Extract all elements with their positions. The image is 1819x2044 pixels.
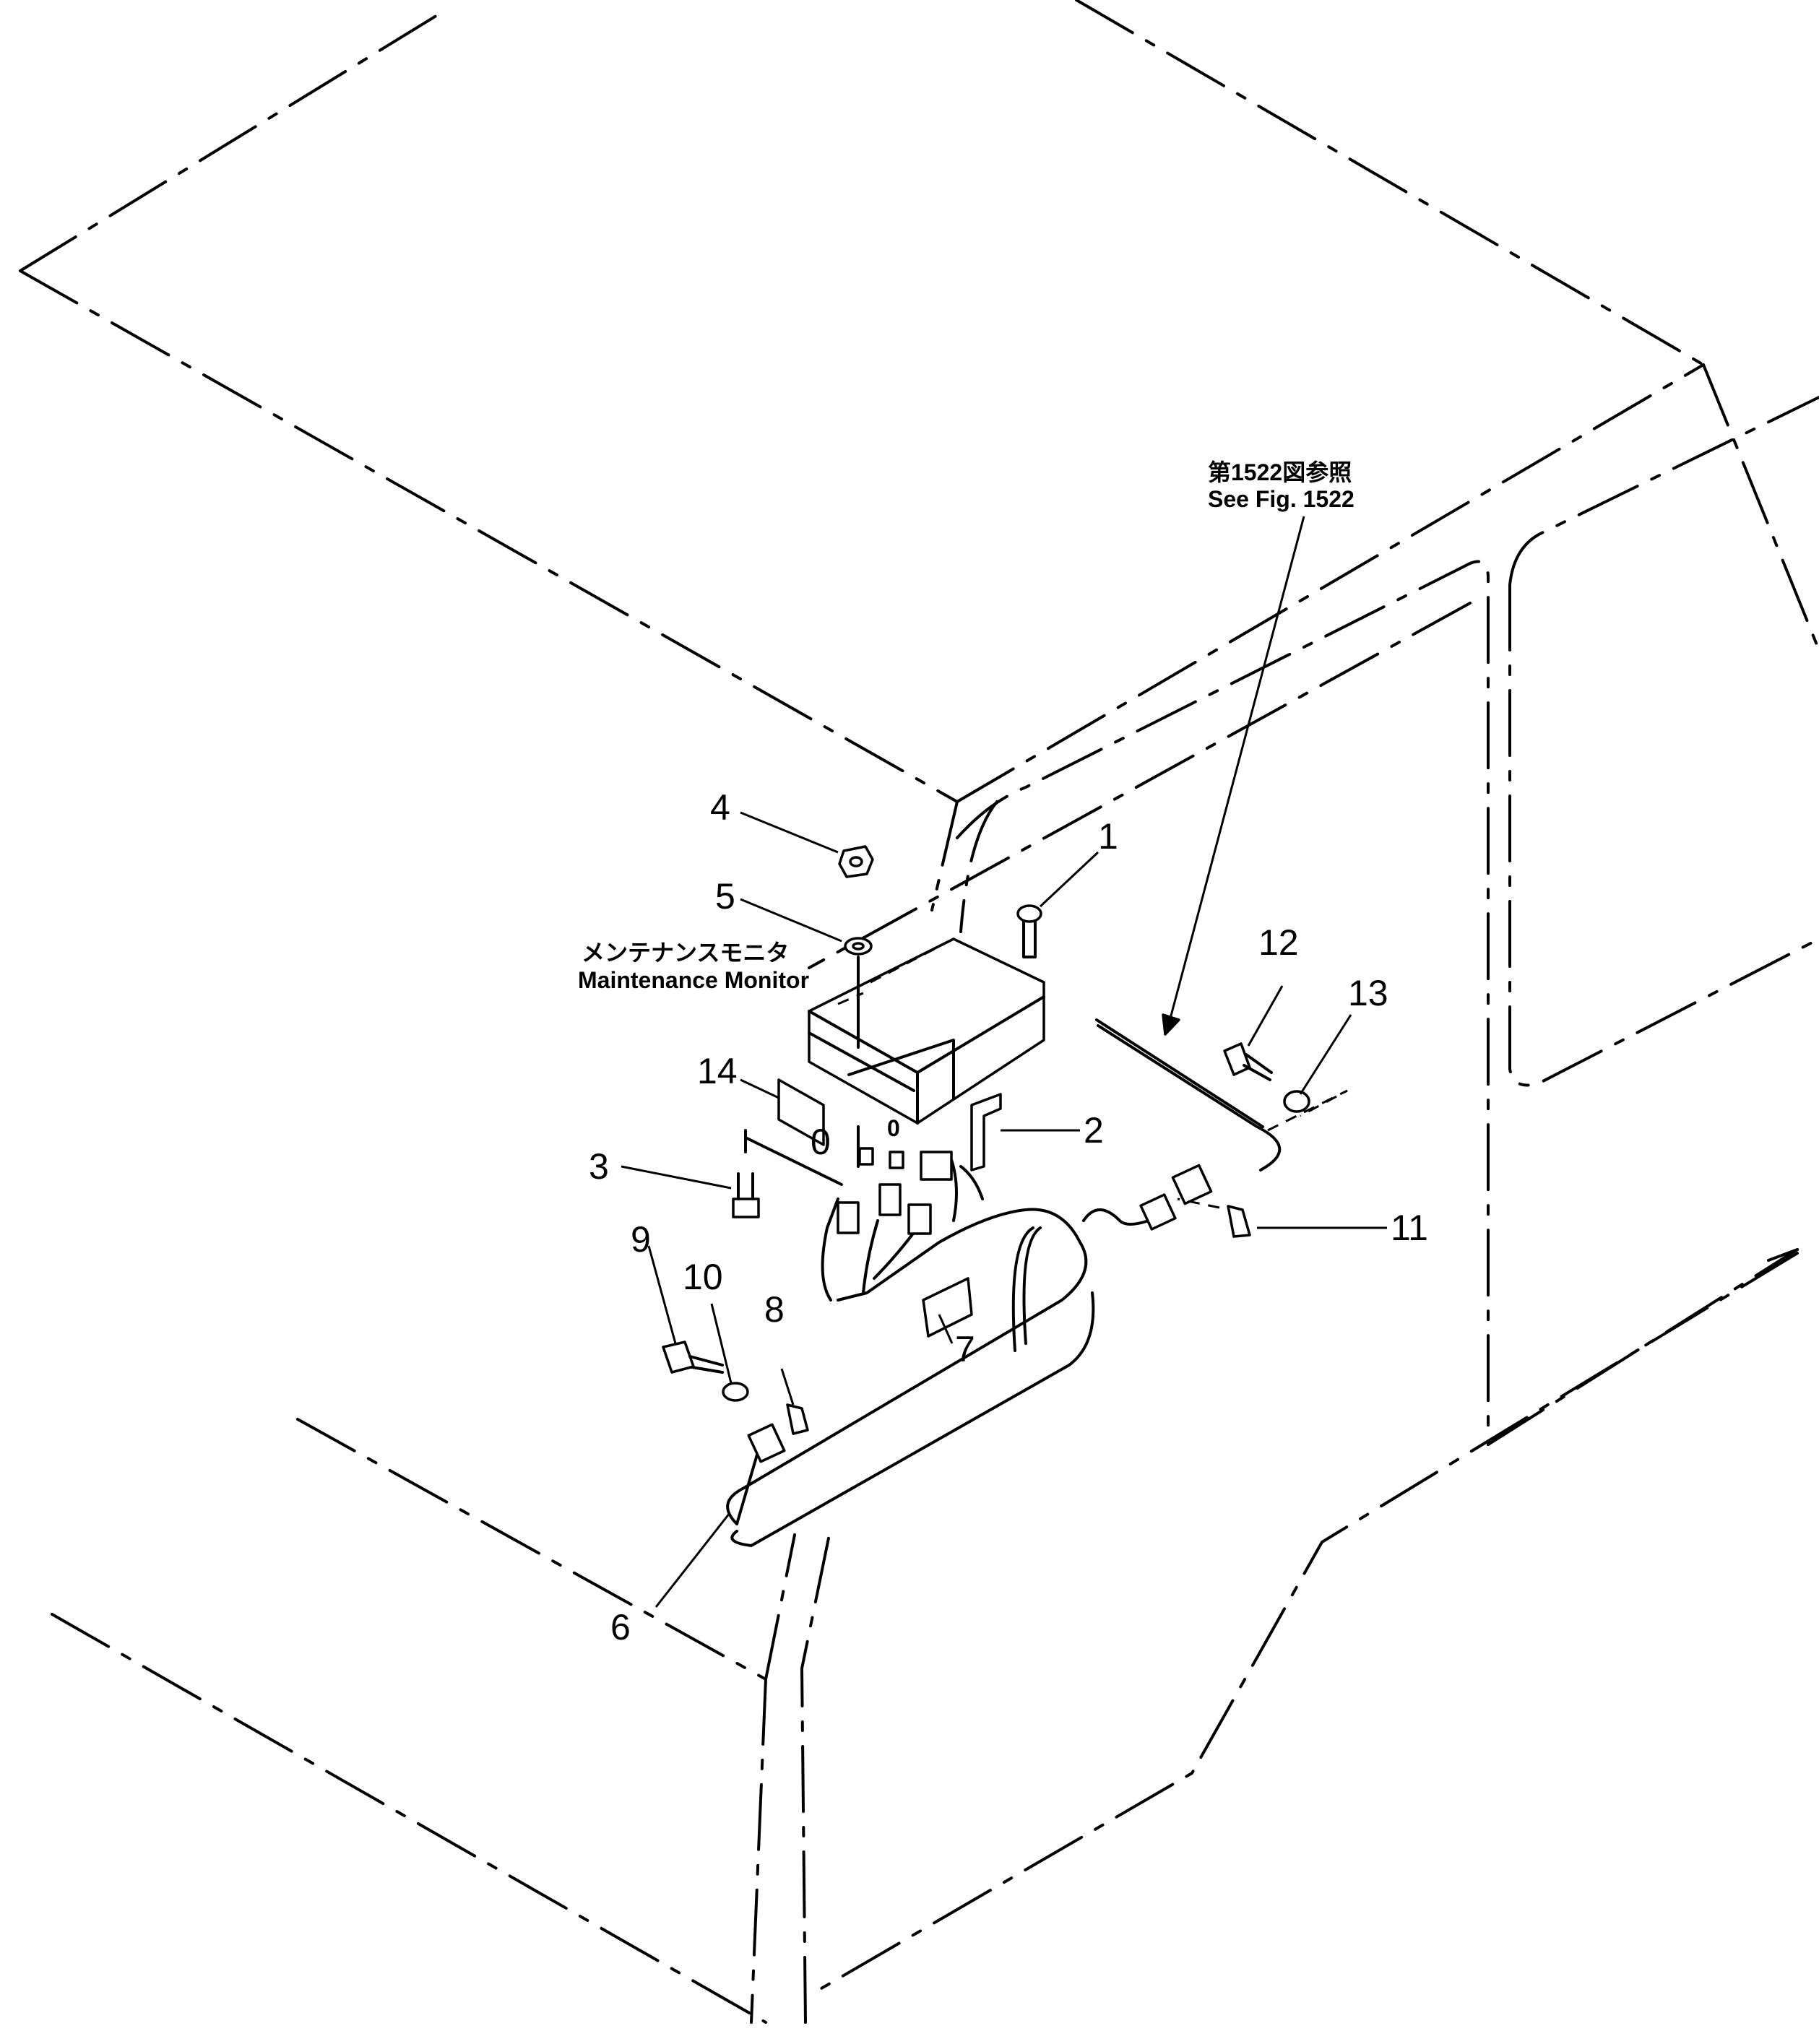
leader-lines (621, 516, 1387, 1608)
nut-4 (838, 845, 874, 878)
spare-zero-2: 0 (887, 1115, 900, 1141)
washer-10 (722, 1382, 749, 1402)
clip-8 (786, 1403, 809, 1435)
callout-10: 10 (683, 1257, 723, 1297)
spare-zero-1: 0 (811, 1122, 831, 1162)
hardware (662, 845, 1348, 1435)
bolt-3 (732, 1172, 760, 1218)
callout-11: 11 (1391, 1208, 1428, 1248)
callout-9: 9 (631, 1219, 651, 1260)
screw-1 (1016, 904, 1042, 958)
maintenance-monitor (808, 937, 1045, 1125)
fig-reference-en: See Fig. 1522 (1208, 486, 1354, 512)
fig-reference-wire (1095, 1018, 1348, 1209)
washer-5 (844, 937, 873, 956)
cab-outline (19, 0, 1819, 2024)
callout-5: 5 (715, 876, 735, 917)
washer-13 (1283, 1090, 1310, 1113)
callout-14: 14 (697, 1051, 738, 1091)
bracket (970, 1093, 1002, 1172)
callout-4: 4 (710, 787, 730, 828)
monitor-label-en: Maintenance Monitor (578, 967, 809, 993)
callout-7: 7 (955, 1329, 975, 1369)
fig-reference-jp: 第1522図参照 (1208, 459, 1352, 485)
bolt-9 (662, 1341, 724, 1374)
annotations: 第1522図参照 See Fig. 1522 メンテナンスモニタ Mainten… (578, 459, 1354, 1162)
callout-12: 12 (1258, 922, 1299, 963)
callout-6: 6 (610, 1607, 631, 1647)
callout-13: 13 (1348, 973, 1388, 1013)
connectors (747, 1151, 1213, 1463)
spacer-plate (777, 1078, 825, 1146)
bolt-12 (1223, 1042, 1273, 1081)
callout-numbers: 1 2 3 4 5 6 7 8 9 10 11 12 13 14 (589, 787, 1428, 1647)
callout-1: 1 (1098, 816, 1118, 857)
callout-2: 2 (1084, 1110, 1104, 1151)
clip-11 (1227, 1205, 1251, 1238)
monitor-label-jp: メンテナンスモニタ (582, 940, 789, 966)
callout-8: 8 (764, 1289, 785, 1330)
callout-3: 3 (589, 1146, 609, 1187)
